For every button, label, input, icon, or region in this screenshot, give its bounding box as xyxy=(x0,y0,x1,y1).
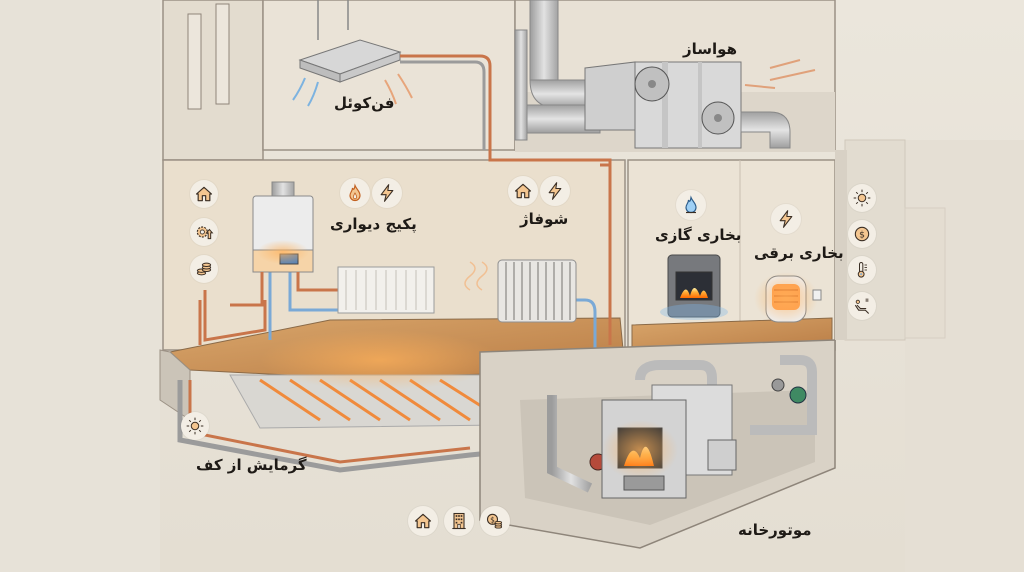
house-icon xyxy=(408,506,438,536)
wall-package-boiler xyxy=(230,181,340,307)
house-icon xyxy=(190,180,218,208)
sun-icon xyxy=(181,412,209,440)
thermometer-icon xyxy=(848,256,876,284)
label-fan-coil: فن‌کوئل xyxy=(334,94,395,112)
label-floor-heating: گرمایش از کف xyxy=(196,456,307,474)
fan-coil-unit xyxy=(292,0,492,150)
label-boiler-room: موتورخانه xyxy=(738,521,812,539)
air-handler-unit xyxy=(514,0,816,149)
label-gas-heater: بخاری گازی xyxy=(655,226,742,244)
coins-icon xyxy=(190,255,218,283)
column-radiator xyxy=(464,259,577,323)
lightning-icon xyxy=(771,204,801,234)
building-icon xyxy=(444,506,474,536)
house-icon xyxy=(508,176,538,206)
dollar-coin-icon: $ xyxy=(848,220,876,248)
gear-upgrade-icon xyxy=(190,218,218,246)
label-radiator: شوفاژ xyxy=(520,210,569,228)
panel-radiator xyxy=(337,266,435,314)
dollar-coins-icon: $ xyxy=(480,506,510,536)
sun-icon xyxy=(848,184,876,212)
gas-flame-icon xyxy=(676,190,706,220)
flame-icon xyxy=(340,178,370,208)
label-air-handler: هواساز xyxy=(683,40,737,58)
label-electric-heater: بخاری برقی xyxy=(754,244,844,262)
comfort-recliner-icon xyxy=(848,292,876,320)
lightning-icon xyxy=(372,178,402,208)
svg-text:$: $ xyxy=(490,515,495,524)
boiler-room xyxy=(479,339,836,549)
label-wall-package: پکیج دیواری xyxy=(330,215,417,233)
heater-room xyxy=(627,159,836,353)
lightning-icon xyxy=(540,176,570,206)
svg-text:$: $ xyxy=(859,229,865,240)
